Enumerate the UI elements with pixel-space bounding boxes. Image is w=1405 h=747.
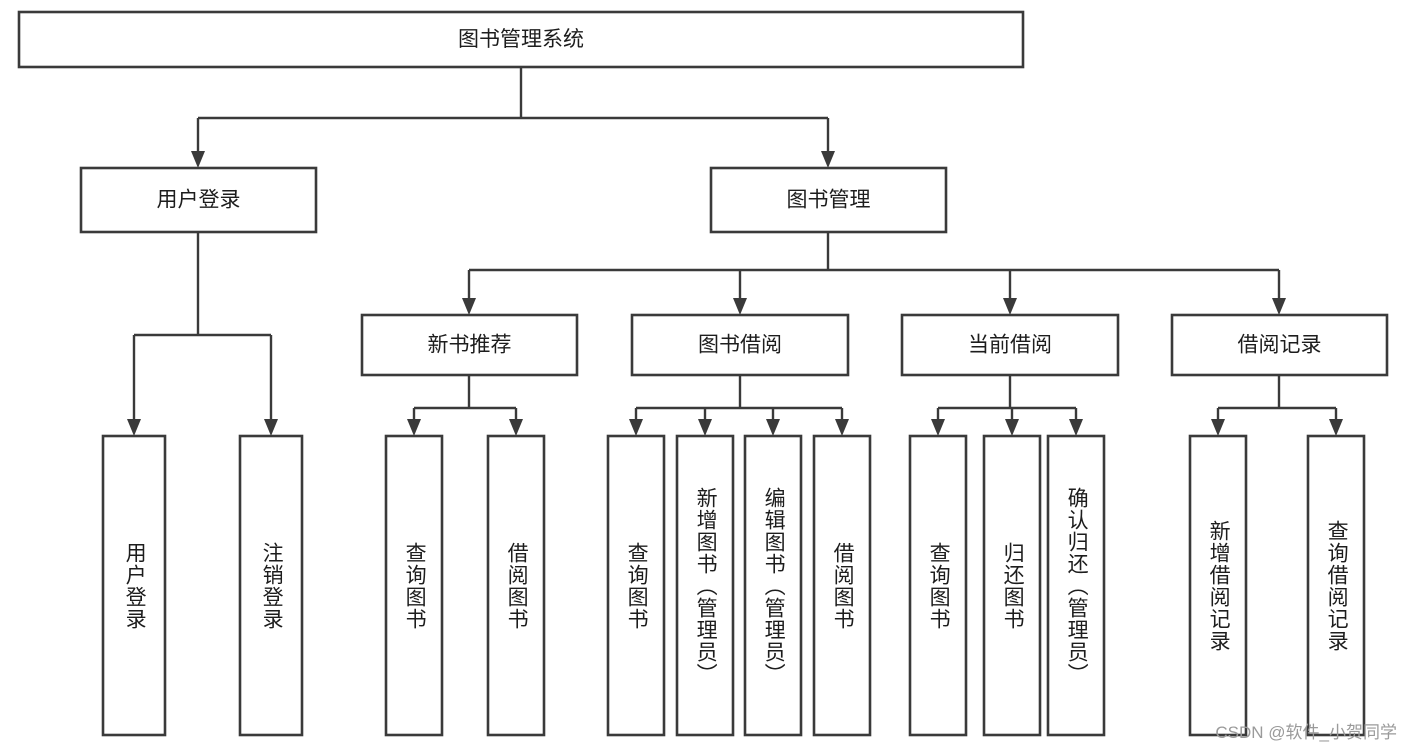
node-leaf-11[interactable] <box>1188 434 1248 737</box>
node-leaf-6[interactable] <box>743 434 803 737</box>
connector-arrow-icon <box>835 419 849 436</box>
connector-arrow-icon <box>462 298 476 315</box>
node-level1-label-1: 图书管理 <box>787 189 871 212</box>
node-level2-2[interactable] <box>900 313 1120 377</box>
connector-arrow-icon <box>1329 419 1343 436</box>
node-root[interactable] <box>17 10 1025 69</box>
node-level2-label-3: 借阅记录 <box>1238 334 1322 357</box>
node-level1-label-0: 用户登录 <box>157 189 241 212</box>
connector-arrow-icon <box>821 151 835 168</box>
connector-arrow-icon <box>629 419 643 436</box>
node-leaf-9[interactable] <box>982 434 1042 737</box>
node-leaf-10[interactable] <box>1046 434 1106 737</box>
node-leaf-3[interactable] <box>486 434 546 737</box>
node-leaf-12[interactable] <box>1306 434 1366 737</box>
node-level2-0[interactable] <box>360 313 579 377</box>
csdn-watermark: CSDN @软件_小贺同学 <box>1215 723 1397 742</box>
connector-arrow-icon <box>1069 419 1083 436</box>
connector-arrow-icon <box>698 419 712 436</box>
node-level2-label-0: 新书推荐 <box>428 334 512 357</box>
node-level2-label-2: 当前借阅 <box>968 334 1052 357</box>
connector-arrow-icon <box>1211 419 1225 436</box>
node-level2-label-1: 图书借阅 <box>698 334 782 357</box>
node-leaf-4[interactable] <box>606 434 666 737</box>
node-root-label: 图书管理系统 <box>458 28 584 51</box>
connector-arrow-icon <box>931 419 945 436</box>
connector-arrow-icon <box>407 419 421 436</box>
node-level2-1[interactable] <box>630 313 850 377</box>
connector-arrow-icon <box>127 419 141 436</box>
node-level2-3[interactable] <box>1170 313 1389 377</box>
node-level1-1[interactable] <box>709 166 948 234</box>
node-level1-0[interactable] <box>79 166 318 234</box>
connector-arrow-icon <box>191 151 205 168</box>
connector-arrow-icon <box>1003 298 1017 315</box>
connector-arrow-icon <box>733 298 747 315</box>
connector-arrow-icon <box>509 419 523 436</box>
node-leaf-2[interactable] <box>384 434 444 737</box>
node-leaf-7[interactable] <box>812 434 872 737</box>
connector-arrow-icon <box>766 419 780 436</box>
connector-arrow-icon <box>264 419 278 436</box>
node-leaf-1[interactable] <box>238 434 304 737</box>
node-leaf-5[interactable] <box>675 434 735 737</box>
connector-arrow-icon <box>1005 419 1019 436</box>
connector-arrow-icon <box>1272 298 1286 315</box>
node-leaf-8[interactable] <box>908 434 968 737</box>
node-leaf-0[interactable] <box>101 434 167 737</box>
